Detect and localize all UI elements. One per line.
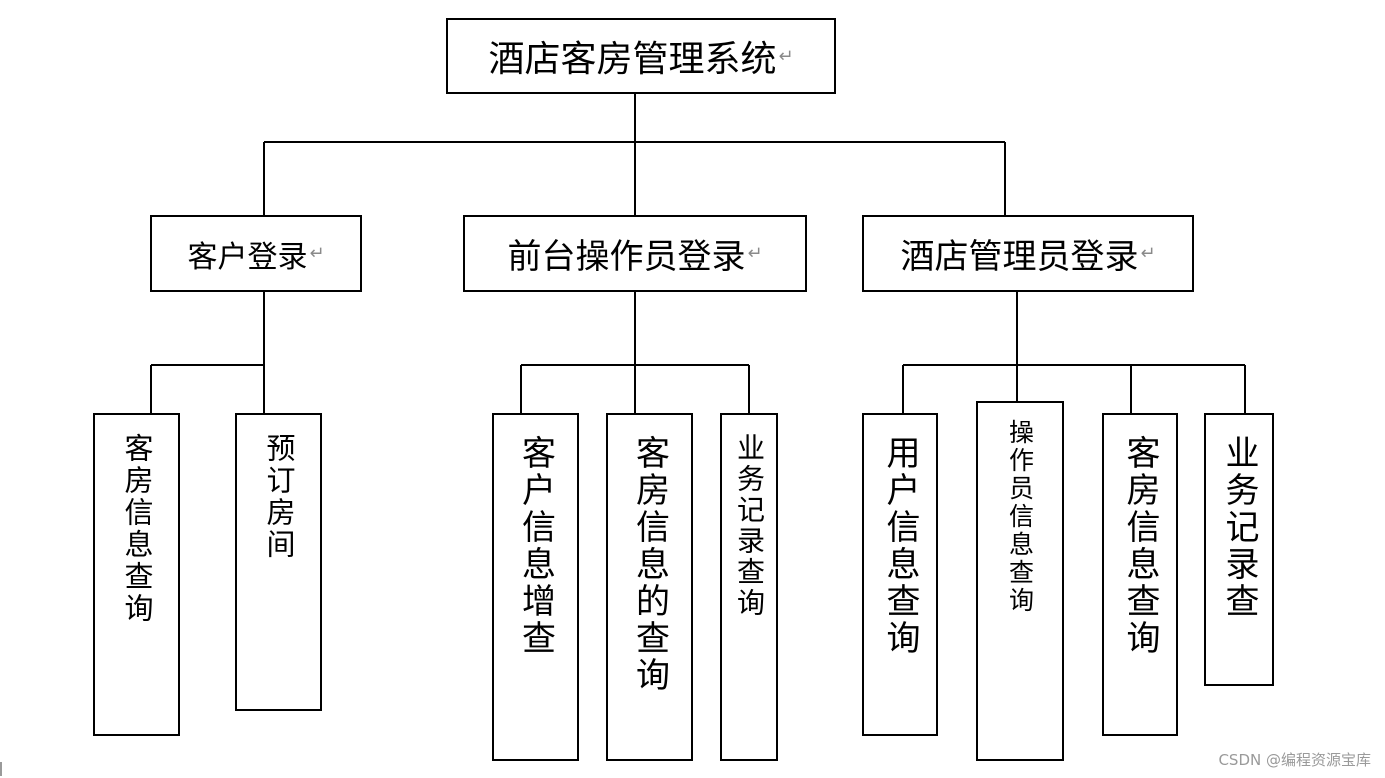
book-room-label: 预订房间 — [262, 433, 296, 561]
manager-login-node: 酒店管理员登录↵ — [862, 215, 1194, 292]
customer-login-label: 客户登录 — [187, 239, 308, 275]
room-info-query-node: 客房信息查询 — [93, 413, 180, 736]
left-edge-mark — [0, 762, 2, 776]
room-info-of-query-node: 客房信息的查询 — [606, 413, 693, 761]
room-info-query-2-label: 客房信息查询 — [1120, 435, 1160, 657]
room-info-query-2-node: 客房信息查询 — [1102, 413, 1178, 736]
return-mark-icon: ↵ — [778, 45, 794, 67]
return-mark-icon: ↵ — [1140, 243, 1156, 264]
front-desk-login-label: 前台操作员登录 — [507, 237, 746, 277]
root-label: 酒店客房管理系统 — [488, 39, 777, 80]
customer-login-node: 客户登录↵ — [150, 215, 362, 292]
business-record-check-node: 业务记录查 — [1204, 413, 1274, 686]
room-info-query-label: 客房信息查询 — [120, 433, 154, 625]
manager-login-label: 酒店管理员登录 — [900, 237, 1139, 277]
operator-info-query-label: 操作员信息查询 — [1005, 419, 1035, 615]
customer-info-add-query-node: 客户信息增查 — [492, 413, 579, 761]
user-info-query-node: 用户信息查询 — [862, 413, 938, 736]
return-mark-icon: ↵ — [747, 243, 763, 264]
business-record-query-node: 业务记录查询 — [720, 413, 778, 761]
watermark: CSDN @编程资源宝库 — [1218, 751, 1371, 769]
front-desk-login-node: 前台操作员登录↵ — [463, 215, 807, 292]
return-mark-icon: ↵ — [309, 243, 325, 264]
root-node: 酒店客房管理系统↵ — [446, 18, 836, 94]
user-info-query-label: 用户信息查询 — [880, 435, 920, 657]
operator-info-query-node: 操作员信息查询 — [976, 401, 1064, 761]
customer-info-add-query-label: 客户信息增查 — [515, 435, 556, 657]
room-info-of-query-label: 客房信息的查询 — [629, 435, 670, 694]
business-record-check-label: 业务记录查 — [1219, 435, 1259, 620]
business-record-query-label: 业务记录查询 — [733, 433, 766, 619]
book-room-node: 预订房间 — [235, 413, 322, 711]
